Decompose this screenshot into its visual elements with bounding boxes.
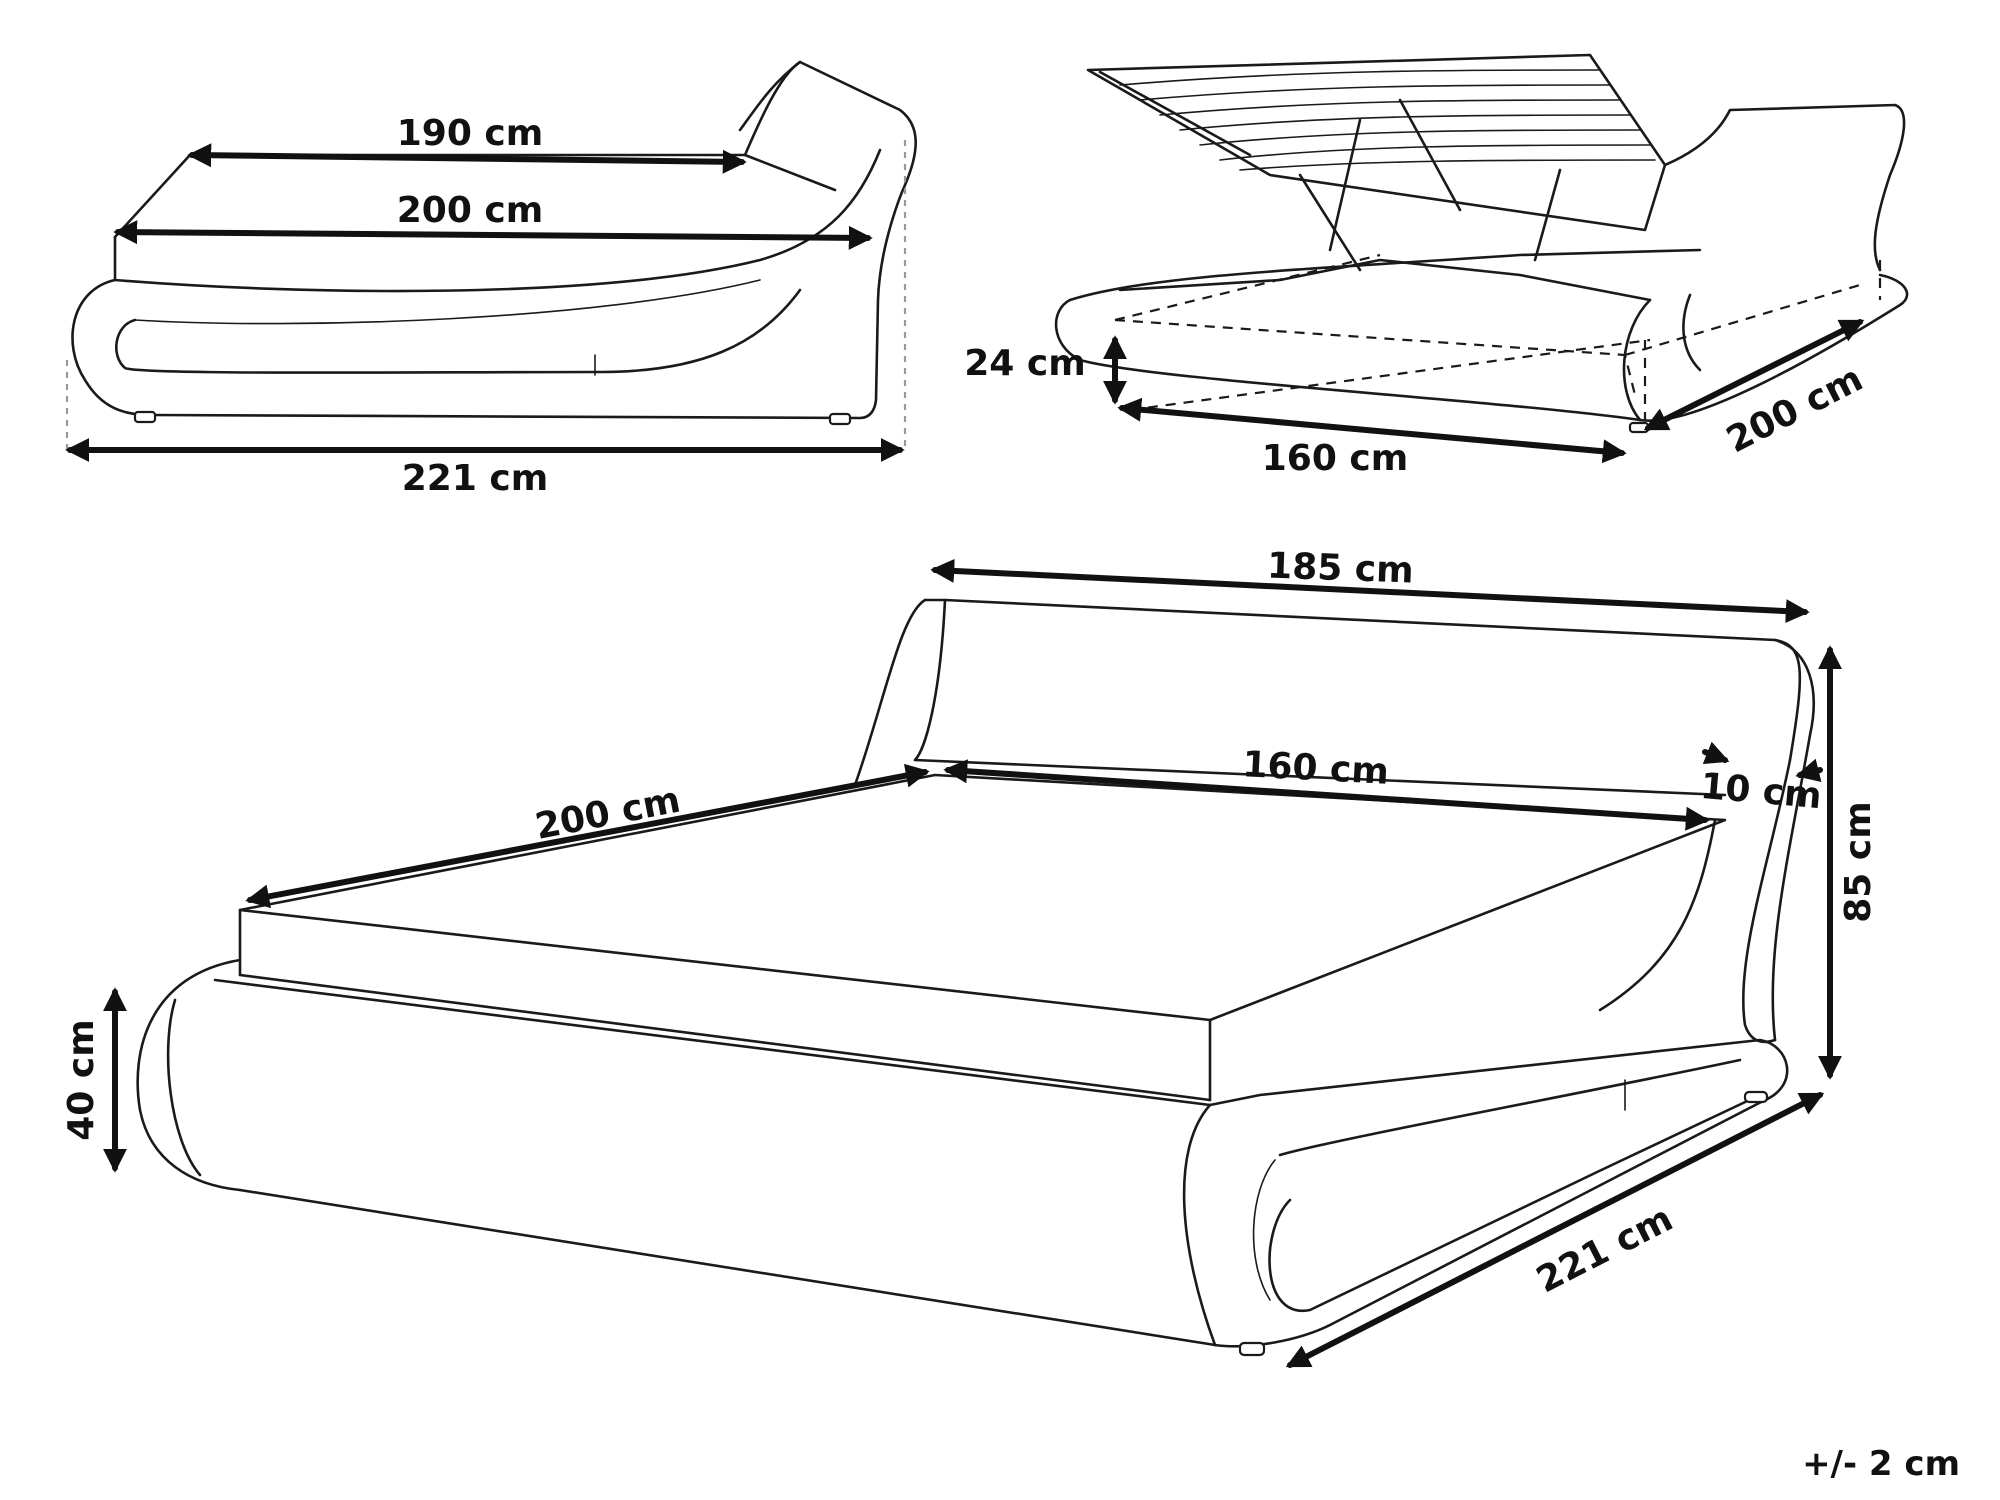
side-view-bed-drawing [65, 60, 917, 450]
side-overall-length-label: 221 cm [402, 458, 549, 499]
main-view-foot-icon [1743, 1090, 1769, 1104]
storage-height-label: 24 cm [964, 343, 1085, 384]
main-view-foot-icon [1238, 1341, 1266, 1357]
storage-view-bed-drawing [1054, 53, 1909, 434]
headboard-width-label: 185 cm [1266, 545, 1414, 591]
side-frame-length-label: 200 cm [397, 190, 544, 231]
storage-width-label: 160 cm [1262, 438, 1409, 479]
mattress-width-label: 160 cm [1241, 744, 1389, 793]
main-view-bed-drawing [136, 598, 1815, 1357]
storage-width-arrow [1117, 397, 1627, 464]
side-rail-width-arrow-left [1702, 741, 1730, 765]
side-frame-length-arrow [113, 220, 873, 250]
frame-height-label: 40 cm [61, 1019, 102, 1140]
side-view-foot-icon [133, 410, 157, 424]
overall-length-arrow [1285, 1092, 1825, 1368]
overall-height-label: 85 cm [1838, 801, 1879, 922]
side-mattress-length-label: 190 cm [397, 113, 544, 154]
storage-length-arrow [1643, 319, 1865, 431]
storage-view: 24 cm 160 cm 200 cm [964, 53, 1909, 479]
side-mattress-length-arrow [187, 143, 747, 174]
headboard-width-arrow [930, 558, 1810, 624]
side-view-foot-icon [828, 412, 852, 426]
mattress-length-arrow [245, 763, 930, 909]
tolerance-note: +/- 2 cm [1802, 1444, 1960, 1484]
side-rail-width-arrow-right [1795, 758, 1823, 782]
side-view: 190 cm 200 cm 221 cm [65, 60, 917, 499]
mattress-width-arrow [943, 759, 1710, 831]
main-view: 185 cm 160 cm 10 cm 200 cm 85 cm 40 cm 2… [61, 545, 1879, 1368]
overall-length-label: 221 cm [1530, 1198, 1679, 1301]
storage-length-label: 200 cm [1720, 358, 1869, 461]
